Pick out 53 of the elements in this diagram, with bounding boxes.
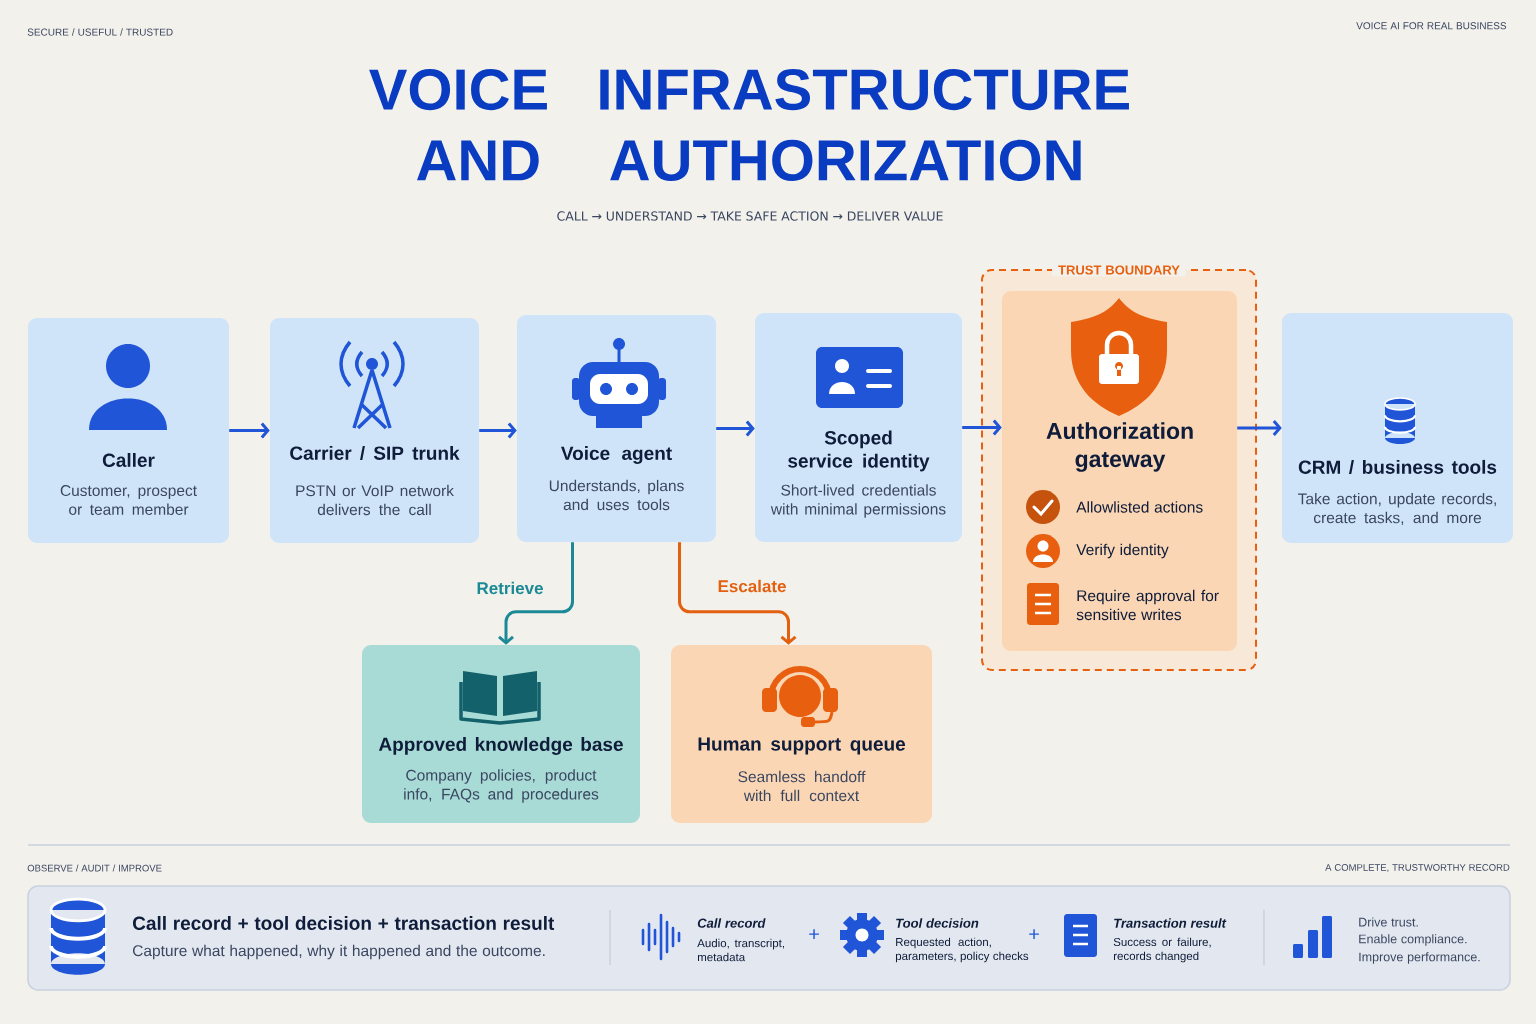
card-title: Scoped service identity <box>788 430 930 472</box>
item-text: Requested action, parameters, policy checks <box>895 937 1029 963</box>
service-card <box>270 318 479 543</box>
card-text: Understands, plans and uses tools <box>549 479 684 511</box>
checklist-item: Allowlisted actions <box>1076 501 1203 513</box>
panel-text: Capture what happened, why it happened and the outcome. <box>133 944 545 960</box>
section-tagline: OBSERVE / AUDIT / IMPROVE <box>27 864 162 872</box>
card-title: Voice agent <box>561 446 672 464</box>
service-card <box>28 318 229 543</box>
summary-line: Drive trust. <box>1359 917 1418 927</box>
card-text: Customer, prospect or team member <box>60 485 197 515</box>
service-card <box>362 645 640 823</box>
header-tagline: SECURE / USEFUL / TRUSTED <box>27 28 173 36</box>
item-title: Tool decision <box>896 918 979 928</box>
item-text: Success or failure, records changed <box>1113 937 1211 963</box>
arrow <box>498 542 574 645</box>
card-text: Company policies, product info, FAQs and procedures <box>404 769 599 803</box>
card-title: Caller <box>102 453 155 467</box>
panel-heading: Call record + tool decision + transaction result <box>133 916 555 930</box>
summary-line: Improve performance. <box>1359 952 1480 964</box>
gateway-card <box>1002 291 1237 651</box>
checklist-item: Require approval for sensitive writes <box>1076 589 1219 621</box>
card-title: Authorization gateway <box>1046 422 1193 472</box>
plus-sign: + <box>809 929 819 939</box>
summary-line: Enable compliance. <box>1359 934 1467 946</box>
arrow <box>678 542 797 645</box>
card-title: CRM / business tools <box>1298 459 1497 475</box>
service-card <box>755 313 962 542</box>
plus-sign: + <box>1029 929 1039 939</box>
card-text: Short-lived credentials with minimal permissions <box>770 484 946 518</box>
record-panel <box>27 885 1511 991</box>
item-title: Call record <box>697 918 766 928</box>
card-text: Take action, update records, create tasks, and more <box>1298 492 1496 526</box>
card-text: PSTN or VoIP network delivers the call <box>296 484 454 516</box>
heading: VOICE INFRASTRUCTURE AND AUTHORIZATION <box>369 69 1129 181</box>
arrow <box>229 422 270 439</box>
arrow <box>1237 420 1282 436</box>
arrow <box>479 422 517 439</box>
arrow <box>962 419 1002 436</box>
card-title: Carrier / SIP trunk <box>290 445 460 461</box>
item-title: Transaction result <box>1114 918 1227 928</box>
service-card <box>517 315 716 542</box>
checklist-item: Verify identity <box>1076 543 1169 559</box>
section-tagline: A COMPLETE, TRUSTWORTHY RECORD <box>1325 864 1510 872</box>
card-title: Human support queue <box>698 737 906 755</box>
item-text: Audio, transcript, metadata <box>697 938 784 962</box>
arrow <box>716 420 755 437</box>
card-title: Approved knowledge base <box>378 737 623 755</box>
header-tagline: VOICE AI FOR REAL BUSINESS <box>1356 22 1507 30</box>
step-sequence: CALL → UNDERSTAND → TAKE SAFE ACTION → DELIVER VALUE <box>557 211 943 221</box>
card-text: Seamless handoff with full context <box>738 770 866 802</box>
service-card <box>1282 313 1513 543</box>
service-card <box>671 645 932 823</box>
